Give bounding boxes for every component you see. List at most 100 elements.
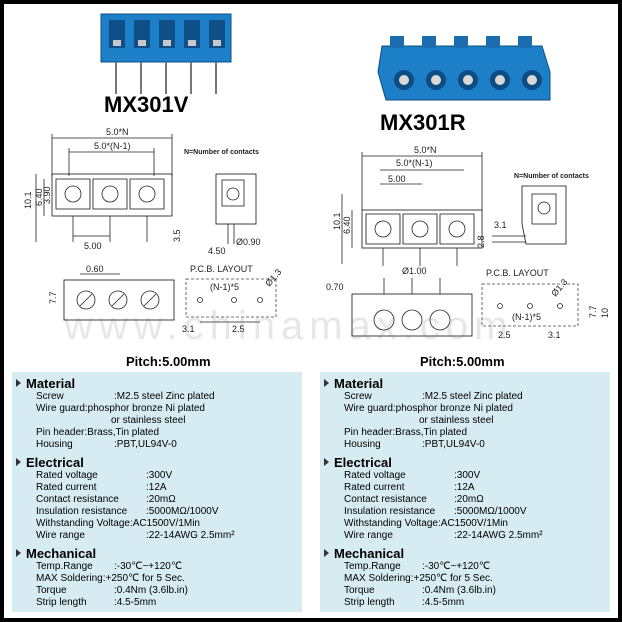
spec-value: :22-14AWG 2.5mm² <box>146 530 235 541</box>
note-right: N=Number of contacts <box>514 173 589 180</box>
spec-value: :22-14AWG 2.5mm² <box>454 530 543 541</box>
dim-w2-right: 5.0*(N-1) <box>396 158 433 168</box>
spec-key: Housing <box>344 439 381 450</box>
spec-value: :300V <box>454 470 481 481</box>
spec-key: Insulation resistance <box>36 506 128 517</box>
pitch-right: Pitch:5.00mm <box>420 354 505 369</box>
spec-key: Screw <box>344 391 372 402</box>
spec-key: Contact resistance <box>344 494 427 505</box>
spec-value: :12A <box>146 482 167 493</box>
dim-h3-left: 3.90 <box>42 186 52 204</box>
spec-value: :+250℃ for 5 Sec. <box>410 573 493 584</box>
electrical-heading: Electrical <box>12 455 302 470</box>
dim-r1-right: 7.7 <box>588 305 598 318</box>
dim-d-left: 4.50 <box>208 246 226 256</box>
dim-p1-right: 0.70 <box>326 282 344 292</box>
note-left: N=Number of contacts <box>184 149 259 156</box>
pcb-title-left: P.C.B. LAYOUT <box>190 264 253 274</box>
spec-key: Rated voltage <box>36 470 98 481</box>
spec-value: :+250℃ for 5 Sec. <box>102 573 185 584</box>
spec-key: Strip length <box>344 597 395 608</box>
dim-p1-left: 0.60 <box>86 264 104 274</box>
spec-value: :0.4Nm (3.6lb.in) <box>422 585 496 596</box>
dim-hole-left: Ø0.90 <box>236 237 261 247</box>
spec-key: Rated current <box>344 482 405 493</box>
spec-key: Contact resistance <box>36 494 119 505</box>
spec-value: :M2.5 steel Zinc plated <box>114 391 215 402</box>
spec-key: Temp.Range <box>36 561 93 572</box>
spec-key: Rated current <box>36 482 97 493</box>
spec-key: Insulation resistance <box>344 506 436 517</box>
spec-value: :20mΩ <box>454 494 484 505</box>
model-title-left: MX301V <box>104 92 189 117</box>
material-heading: Material <box>320 376 610 391</box>
spec-key: Wire guard <box>344 403 393 414</box>
spec-value: :-30℃~+120℃ <box>114 561 183 572</box>
spec-value: :PBT,UL94V-0 <box>114 439 177 450</box>
spec-key: Withstanding Voltage <box>36 518 130 529</box>
mx301v-drawing: 5.0*N 5.0*(N-1) 5.00 10.1 6.40 3.90 3.5 … <box>24 127 284 334</box>
spec-value: :12A <box>454 482 475 493</box>
mx301r-drawing: 5.0*N 5.0*(N-1) 5.00 10.1 6.40 3.1 2.8 N… <box>326 145 610 340</box>
spec-key: Wire guard <box>36 403 85 414</box>
spec-value: :PBT,UL94V-0 <box>422 439 485 450</box>
spec-key: Pin header <box>344 427 393 438</box>
spec-value: :-30℃~+120℃ <box>422 561 491 572</box>
spec-key: Strip length <box>36 597 87 608</box>
spec-key: Screw <box>36 391 64 402</box>
dim-hd-left: Ø1.3 <box>263 267 283 288</box>
bullet-icon <box>324 549 329 557</box>
spec-value: :300V <box>146 470 173 481</box>
mx301r-photo <box>377 36 551 101</box>
spec-key: Temp.Range <box>344 561 401 572</box>
spec-value: :0.4Nm (3.6lb.in) <box>114 585 188 596</box>
dim-w-right: 5.0*N <box>414 145 437 155</box>
dim-w2-left: 5.0*(N-1) <box>94 141 131 151</box>
pitch-left: Pitch:5.00mm <box>126 354 211 369</box>
dim-h2-left: 6.40 <box>34 188 44 206</box>
dim-h1-left: 10.1 <box>24 191 33 209</box>
dim-w-left: 5.0*N <box>106 127 129 137</box>
page-frame: MX301V MX301R 5.0*N 5.0*(N-1) 5.00 <box>4 4 618 618</box>
spec-value: or stainless steel <box>111 415 186 426</box>
spec-key: Housing <box>36 439 73 450</box>
spec-key: MAX Soldering <box>36 573 103 584</box>
dim-a-right: 3.1 <box>548 330 561 340</box>
spec-value: :5000MΩ/1000V <box>454 506 527 517</box>
spec-value: or stainless steel <box>419 415 494 426</box>
dim-t-right: 3.1 <box>494 220 507 230</box>
dim-pin-right: 2.8 <box>476 235 486 248</box>
dim-h1-right: 10.1 <box>332 212 342 230</box>
dim-b-left: 5.00 <box>84 241 102 251</box>
spec-key: Pin header <box>36 427 85 438</box>
model-title-right: MX301R <box>380 110 466 135</box>
dim-a-left: 3.1 <box>182 324 195 334</box>
bullet-icon <box>324 458 329 466</box>
spec-panel-right: Material Screw:M2.5 steel Zinc plated Wi… <box>320 372 610 612</box>
spec-value: :Brass,Tin plated <box>84 427 160 438</box>
dim-h2-right: 6.40 <box>342 216 352 234</box>
dim-c-left: 2.5 <box>232 324 245 334</box>
spec-key: MAX Soldering <box>344 573 411 584</box>
spec-key: Rated voltage <box>344 470 406 481</box>
spec-key: Torque <box>36 585 67 596</box>
spec-value: :4.5-5mm <box>422 597 465 608</box>
dim-r2-right: 10 <box>600 308 610 318</box>
mechanical-heading: Mechanical <box>320 546 610 561</box>
mx301v-photo <box>100 13 232 94</box>
spec-key: Withstanding Voltage <box>344 518 438 529</box>
bullet-icon <box>16 458 21 466</box>
dim-n-left: (N-1)*5 <box>210 282 239 292</box>
bullet-icon <box>16 549 21 557</box>
spec-key: Torque <box>344 585 375 596</box>
watermark: www.chinamax.com <box>64 304 514 348</box>
spec-key: Wire range <box>36 530 85 541</box>
spec-value: :20mΩ <box>146 494 176 505</box>
dim-n-right: (N-1)*5 <box>512 312 541 322</box>
spec-panel-left: Material Screw:M2.5 steel Zinc plated Wi… <box>12 372 302 612</box>
spec-value: :5000MΩ/1000V <box>146 506 219 517</box>
spec-value: :phosphor bronze Ni plated <box>84 403 205 414</box>
spec-key: Wire range <box>344 530 393 541</box>
dim-pin-left: 3.5 <box>172 229 182 242</box>
pcb-title-right: P.C.B. LAYOUT <box>486 268 549 278</box>
